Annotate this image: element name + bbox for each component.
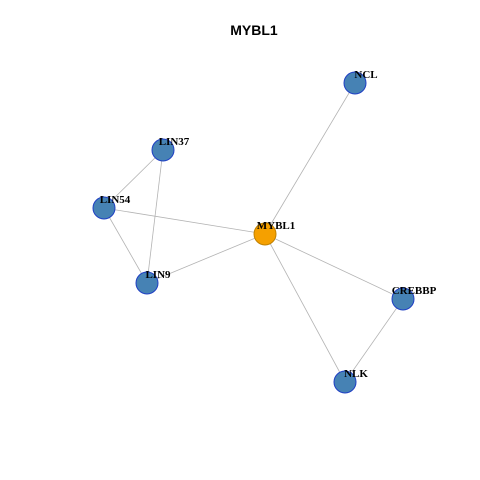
node-label-ncl: NCL	[354, 69, 377, 81]
node-label-lin54: LIN54	[100, 194, 131, 206]
edge-crebbp-nlk	[344, 298, 404, 383]
edge-lin37-lin54	[103, 149, 164, 209]
node-ncl	[343, 71, 367, 95]
node-label-lin9: LIN9	[145, 269, 171, 281]
edge-mybl1-lin54	[103, 207, 266, 235]
edge-mybl1-crebbp	[264, 233, 404, 300]
node-label-lin37: LIN37	[159, 136, 190, 148]
edge-lin54-lin9	[103, 207, 148, 284]
node-crebbp	[391, 287, 415, 311]
edge-mybl1-ncl	[264, 82, 356, 235]
edge-lin37-lin9	[146, 149, 164, 284]
node-label-crebbp: CREBBP	[392, 285, 437, 297]
node-lin9	[135, 271, 159, 295]
edge-layer	[103, 82, 404, 383]
node-label-mybl1: MYBL1	[257, 220, 296, 232]
node-lin37	[151, 138, 175, 162]
node-nlk	[333, 370, 357, 394]
node-label-nlk: NLK	[344, 368, 368, 380]
graph-title: MYBL1	[230, 22, 278, 38]
node-lin54	[92, 196, 116, 220]
node-layer	[92, 71, 415, 394]
edge-mybl1-lin9	[146, 233, 266, 284]
edge-mybl1-nlk	[264, 233, 346, 383]
node-mybl1	[253, 222, 277, 246]
